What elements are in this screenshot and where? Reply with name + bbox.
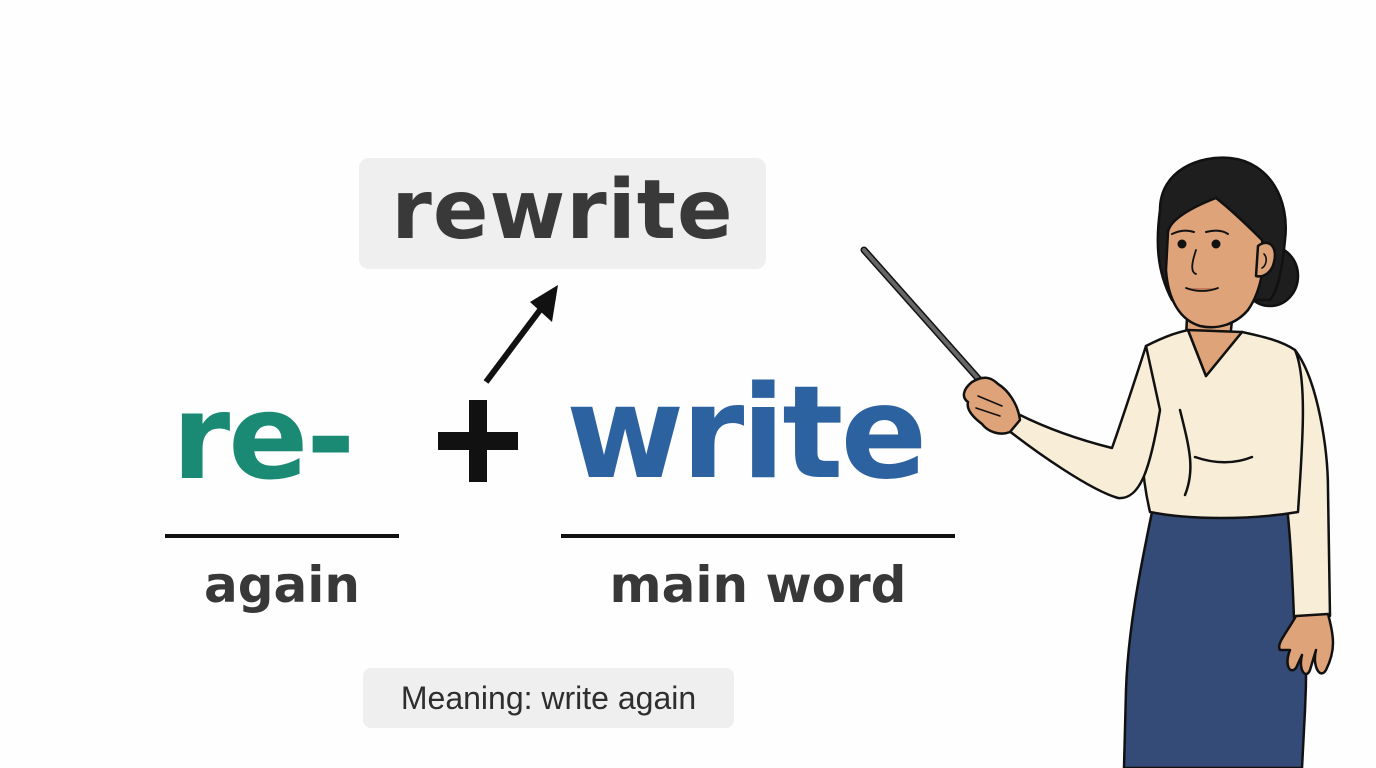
prefix-label: again <box>203 556 360 614</box>
root-word-text: write <box>566 359 927 508</box>
arrow-up-right-icon <box>483 285 558 384</box>
result-word: rewrite <box>391 162 734 258</box>
skirt <box>1122 508 1308 768</box>
left-hand <box>962 376 1022 435</box>
meaning-box: Meaning: write again <box>363 668 734 728</box>
prefix-divider <box>165 534 399 538</box>
teacher-illustration <box>860 156 1335 768</box>
prefix-text: re- <box>172 368 355 506</box>
v-neck <box>1186 328 1244 378</box>
plus-icon <box>438 400 518 482</box>
left-arm <box>1006 344 1162 500</box>
result-word-box: rewrite <box>359 158 766 269</box>
meaning-text: Meaning: write again <box>400 680 697 716</box>
left-eye <box>1177 239 1187 249</box>
right-eye <box>1211 239 1221 249</box>
right-hand <box>1277 612 1335 676</box>
root-divider <box>561 534 955 538</box>
root-label: main word <box>609 556 907 614</box>
